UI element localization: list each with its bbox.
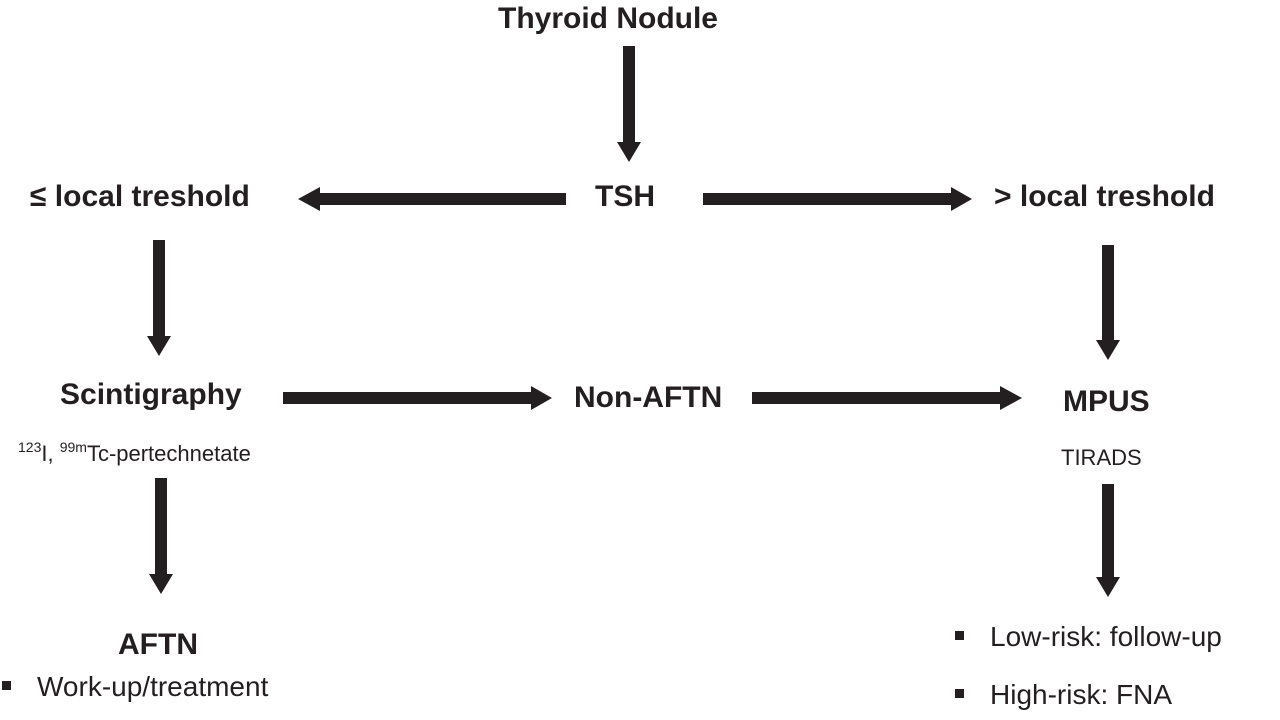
bullet-square-icon	[2, 681, 11, 691]
node-aftn: AFTN	[118, 628, 198, 661]
mpus-bullet-high-risk: High-risk: FNA	[955, 681, 1172, 709]
arrow-scintigraphy-to-aftn	[149, 478, 173, 594]
bullet-square-icon	[955, 631, 964, 641]
node-low-threshold: ≤ local treshold	[30, 180, 250, 213]
arrow-nodule-to-tsh	[617, 46, 641, 162]
bullet-square-icon	[955, 689, 964, 699]
isotope-technetium-name: Tc-pertechnetate	[86, 441, 251, 466]
arrow-tsh-to-high-threshold	[703, 187, 972, 211]
aftn-bullet-item: Work-up/treatment	[2, 673, 268, 701]
node-scintigraphy: Scintigraphy	[60, 378, 242, 411]
node-tsh: TSH	[595, 180, 655, 213]
mpus-bullet-low-risk-text: Low-risk: follow-up	[990, 621, 1222, 652]
aftn-bullet-text: Work-up/treatment	[37, 671, 269, 702]
arrow-low-threshold-to-scintigraphy	[147, 240, 171, 356]
scintigraphy-tracers: 123I, 99mTc-pertechnetate	[18, 440, 251, 465]
arrow-high-threshold-to-mpus	[1096, 245, 1120, 360]
isotope-iodine-mass: 123	[18, 439, 42, 455]
node-mpus: MPUS	[1063, 385, 1150, 418]
node-thyroid-nodule: Thyroid Nodule	[498, 2, 718, 35]
mpus-tirads: TIRADS	[1061, 445, 1142, 470]
node-non-aftn: Non-AFTN	[574, 381, 723, 414]
isotope-technetium-mass: 99m	[59, 439, 87, 455]
node-high-threshold: > local treshold	[994, 180, 1215, 213]
isotope-iodine-symbol: I,	[41, 441, 60, 466]
mpus-bullet-low-risk: Low-risk: follow-up	[955, 623, 1222, 651]
arrow-scintigraphy-to-non-aftn	[283, 386, 552, 410]
mpus-bullet-high-risk-text: High-risk: FNA	[990, 679, 1173, 710]
arrow-non-aftn-to-mpus	[752, 386, 1022, 410]
arrow-mpus-to-outcomes	[1096, 484, 1120, 597]
arrow-tsh-to-low-threshold	[298, 187, 566, 211]
